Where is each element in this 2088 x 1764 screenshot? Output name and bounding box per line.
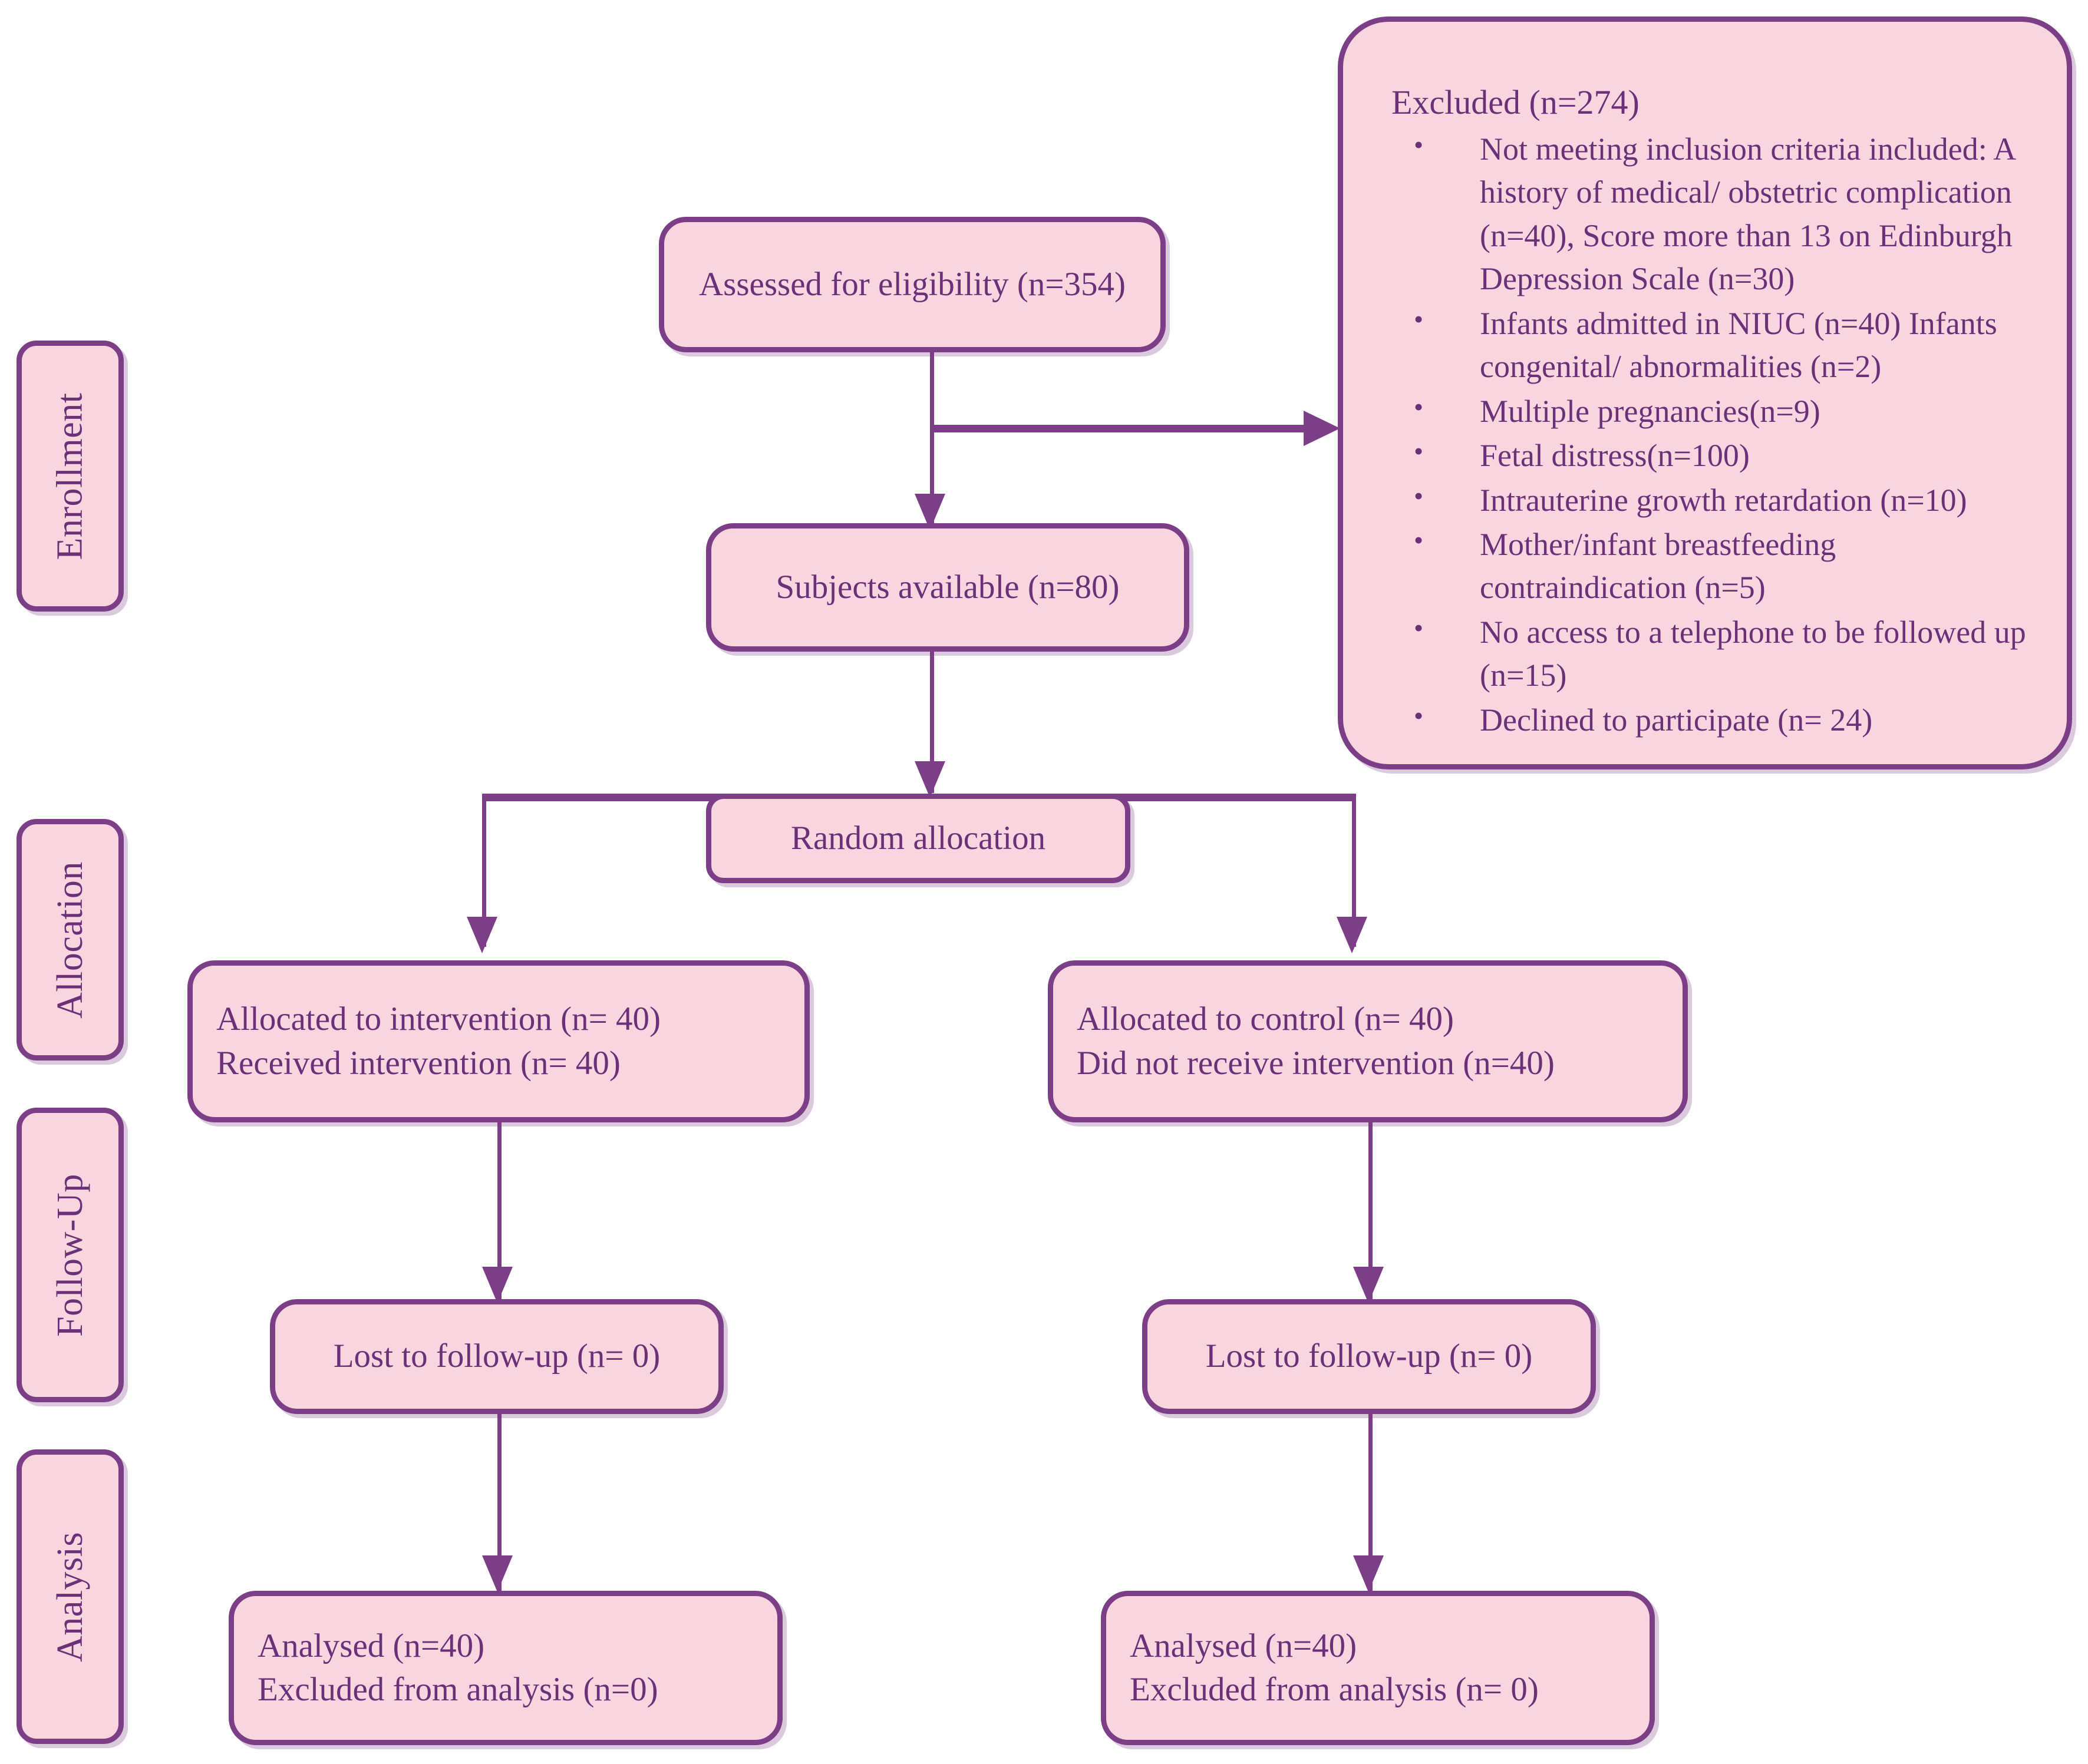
- node-line: Analysed (n=40): [258, 1627, 485, 1664]
- phase-label-followup: Follow-Up: [17, 1108, 124, 1402]
- connector-random-to-intervention: [482, 794, 486, 947]
- node-line: Subjects available (n=80): [776, 568, 1120, 606]
- list-item: Declined to participate (n= 24): [1391, 698, 2047, 742]
- node-subjects-available: Subjects available (n=80): [706, 523, 1189, 652]
- node-line: Analysed (n=40): [1130, 1627, 1357, 1664]
- connector-lost-right-to-analysis-right: [1368, 1414, 1373, 1591]
- list-item: Mother/infant breastfeeding contraindica…: [1391, 522, 2047, 610]
- node-line: Lost to follow-up (n= 0): [333, 1337, 661, 1375]
- node-line: Received intervention (n= 40): [216, 1044, 621, 1082]
- excluded-title: Excluded (n=274): [1391, 83, 1640, 121]
- connector-random-to-control: [1352, 794, 1356, 947]
- arrowhead-random-to-control: [1337, 917, 1367, 953]
- arrowhead-random-to-intervention: [467, 917, 497, 953]
- list-item: Not meeting inclusion criteria included:…: [1391, 127, 2047, 301]
- connector-lost-left-to-analysis-left: [497, 1414, 502, 1591]
- node-assessed-for-eligibility: Assessed for eligibility (n=354): [659, 217, 1166, 352]
- excluded-panel: Excluded (n=274) Not meeting inclusion c…: [1338, 16, 2072, 769]
- node-allocated-to-intervention: Allocated to intervention (n= 40) Receiv…: [187, 960, 810, 1122]
- arrowhead-assessed-to-excluded: [1304, 411, 1340, 446]
- phase-label-followup-text: Follow-Up: [50, 1173, 90, 1337]
- node-line: Did not receive intervention (n=40): [1077, 1044, 1555, 1082]
- list-item: Intrauterine growth retardation (n=10): [1391, 477, 2047, 522]
- list-item: Fetal distress(n=100): [1391, 433, 2047, 477]
- arrowhead-lost-right-to-analysis-right: [1353, 1555, 1384, 1592]
- arrowhead-intervention-to-lost-left: [482, 1267, 513, 1303]
- node-lost-to-followup-left: Lost to follow-up (n= 0): [270, 1299, 724, 1414]
- arrowhead-subjects-to-random: [915, 761, 945, 798]
- arrowhead-control-to-lost-right: [1353, 1267, 1384, 1303]
- connector-control-to-lost-right: [1368, 1122, 1373, 1299]
- node-line: Allocated to control (n= 40): [1077, 1000, 1454, 1038]
- excluded-reason-list: Not meeting inclusion criteria included:…: [1391, 127, 2047, 742]
- node-analysed-left: Analysed (n=40) Excluded from analysis (…: [229, 1591, 783, 1745]
- connector-assessed-to-subjects: [930, 352, 934, 529]
- list-item: No access to a telephone to be followed …: [1391, 610, 2047, 698]
- list-item: Multiple pregnancies(n=9): [1391, 389, 2047, 433]
- node-line: Allocated to intervention (n= 40): [216, 1000, 661, 1038]
- node-line: Excluded from analysis (n= 0): [1130, 1671, 1539, 1708]
- node-lost-to-followup-right: Lost to follow-up (n= 0): [1142, 1299, 1596, 1414]
- node-analysed-right: Analysed (n=40) Excluded from analysis (…: [1101, 1591, 1655, 1745]
- phase-label-enrollment-text: Enrollment: [50, 392, 90, 560]
- node-allocated-to-control: Allocated to control (n= 40) Did not rec…: [1048, 960, 1688, 1122]
- arrowhead-lost-left-to-analysis-left: [482, 1555, 513, 1592]
- phase-label-enrollment: Enrollment: [17, 341, 124, 612]
- node-line: Random allocation: [790, 819, 1046, 857]
- phase-label-analysis: Analysis: [17, 1449, 124, 1744]
- phase-label-analysis-text: Analysis: [50, 1531, 90, 1662]
- list-item: Infants admitted in NIUC (n=40) Infants …: [1391, 301, 2047, 389]
- node-line: Excluded from analysis (n=0): [258, 1671, 658, 1708]
- phase-label-allocation: Allocation: [17, 819, 124, 1061]
- node-random-allocation: Random allocation: [706, 794, 1130, 883]
- connector-assessed-to-excluded: [930, 425, 1313, 432]
- connector-intervention-to-lost-left: [497, 1122, 502, 1299]
- connector-subjects-to-random: [930, 652, 934, 793]
- node-line: Assessed for eligibility (n=354): [699, 265, 1126, 303]
- node-line: Lost to follow-up (n= 0): [1205, 1337, 1533, 1375]
- phase-label-allocation-text: Allocation: [50, 861, 90, 1019]
